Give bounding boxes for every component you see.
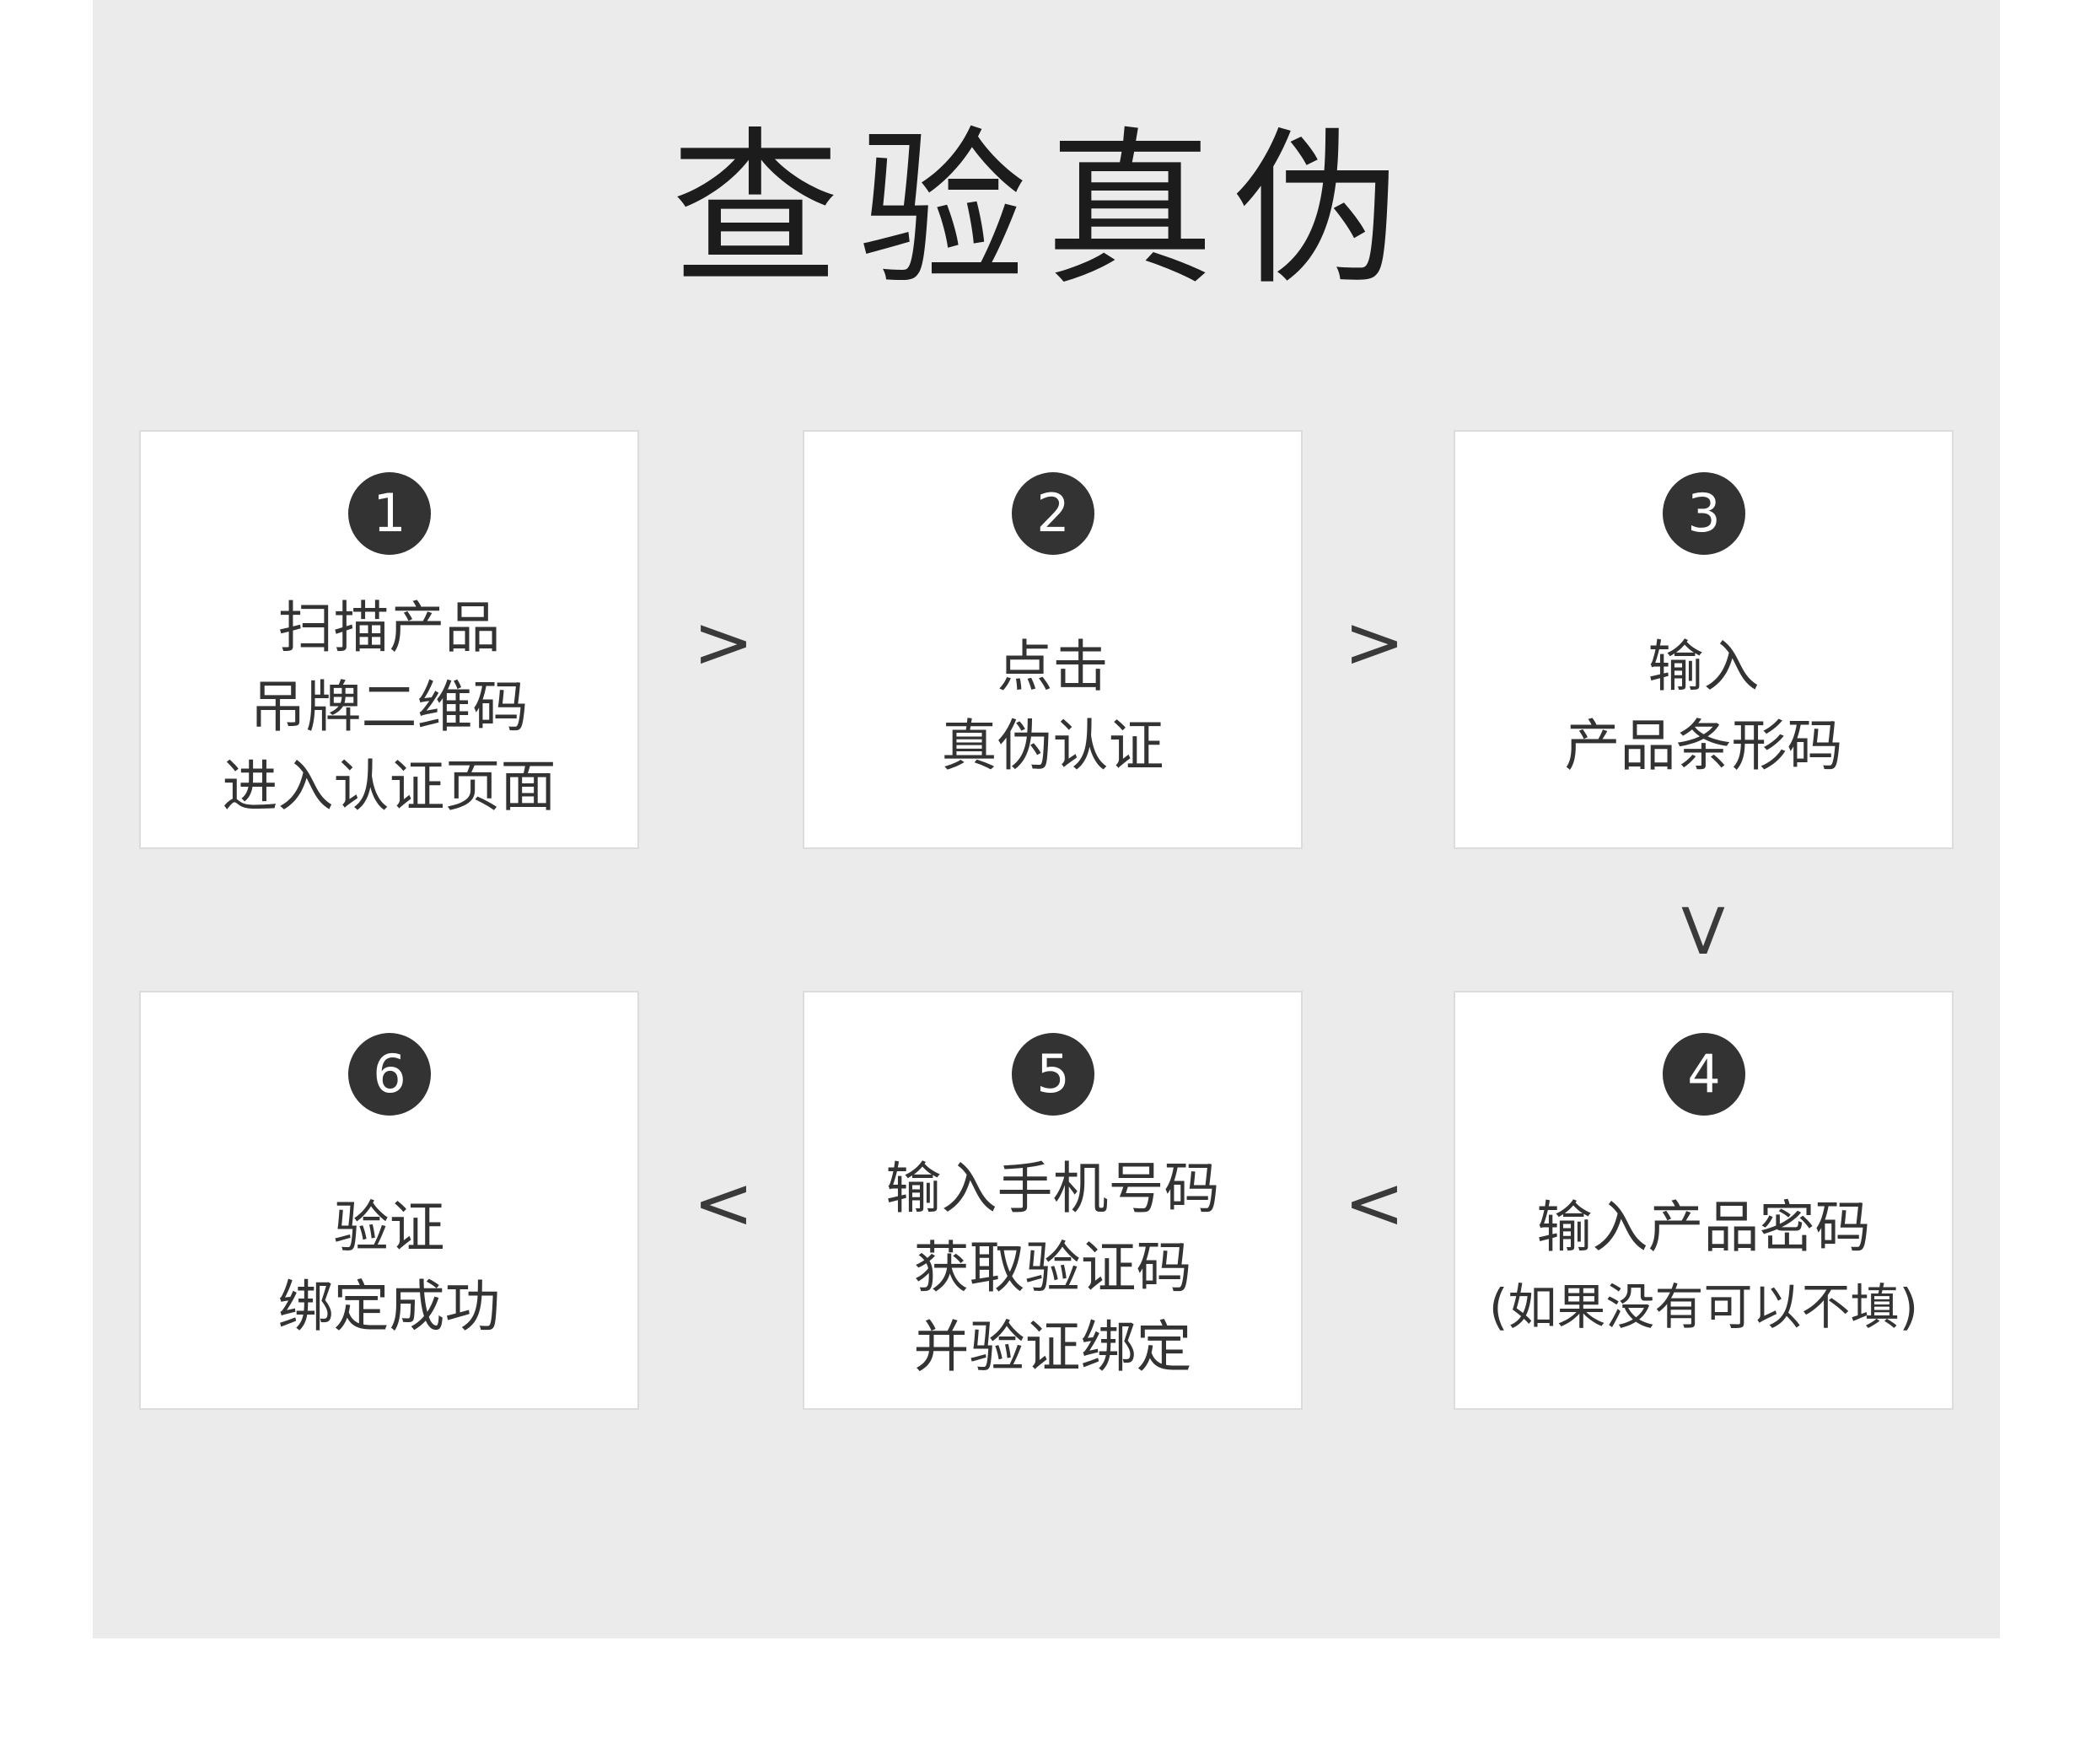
page-title: 查验真伪 (670, 112, 1420, 309)
step-card-3: 3 输入 产品条形码 (1454, 430, 1954, 849)
arrow-right-2: > (1343, 600, 1406, 685)
step-text-line: 产品条形码 (1564, 713, 1843, 778)
step-text: 点击 真伪认证 (804, 627, 1301, 786)
step-text: 输入产品密码 (如果没有可以不填) (1455, 1188, 1952, 1347)
step-text-line: 吊牌二维码 (250, 675, 529, 739)
arrow-left-1: < (692, 1161, 755, 1245)
step-text-line: 输入手机号码 (885, 1156, 1220, 1221)
step-text: 输入手机号码 获取验证码 并验证绑定 (804, 1149, 1301, 1387)
step-number-badge: 5 (1012, 1033, 1094, 1116)
step-text: 输入 产品条形码 (1455, 627, 1952, 786)
step-text: 验证 绑定成功 (141, 1188, 637, 1347)
step-number-badge: 3 (1663, 472, 1745, 555)
step-text-line: 输入产品密码 (1536, 1195, 1871, 1260)
arrow-down: V (1681, 894, 1725, 969)
step-card-2: 2 点击 真伪认证 (803, 430, 1303, 849)
step-card-5: 5 输入手机号码 获取验证码 并验证绑定 (803, 991, 1303, 1410)
step-text-line: 并验证绑定 (913, 1315, 1192, 1379)
step-number-badge: 1 (348, 472, 431, 555)
step-number-badge: 6 (348, 1033, 431, 1116)
arrow-left-2: < (1343, 1161, 1406, 1245)
step-number-badge: 2 (1012, 472, 1094, 555)
step-card-6: 6 验证 绑定成功 (139, 991, 639, 1410)
arrow-right-1: > (692, 600, 755, 685)
step-text-line: 扫描产品 (277, 595, 501, 660)
step-text-line: 输入 (1648, 634, 1760, 699)
step-text-line: 绑定成功 (277, 1274, 501, 1339)
step-card-4: 4 输入产品密码 (如果没有可以不填) (1454, 991, 1954, 1410)
step-text: 扫描产品 吊牌二维码 进入认证页面 (141, 589, 637, 826)
step-text-line: 获取验证码 (913, 1235, 1192, 1300)
step-text-line: 真伪认证 (941, 713, 1164, 778)
step-text-line: 点击 (997, 634, 1109, 699)
step-text-line: 验证 (333, 1195, 445, 1260)
step-text-line: 进入认证页面 (222, 754, 556, 819)
step-number-badge: 4 (1663, 1033, 1745, 1116)
step-card-1: 1 扫描产品 吊牌二维码 进入认证页面 (139, 430, 639, 849)
step-text-line: (如果没有可以不填) (1488, 1278, 1919, 1336)
